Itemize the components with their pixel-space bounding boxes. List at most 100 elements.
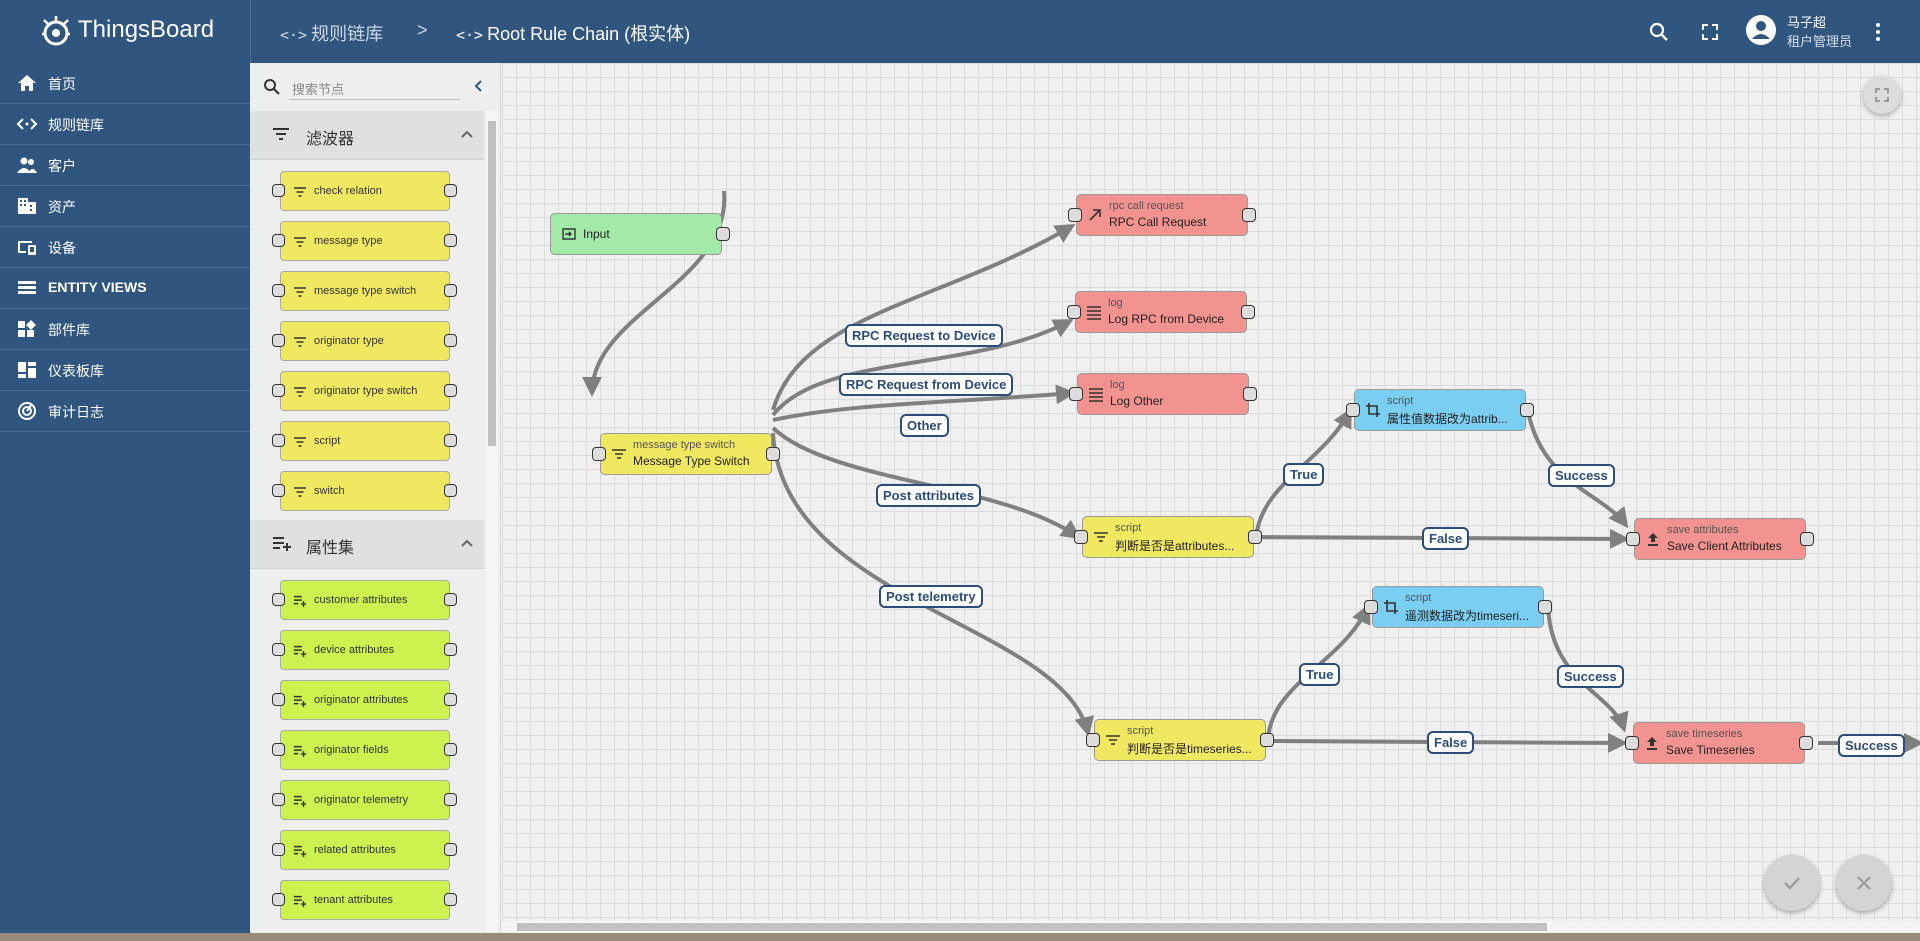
library-node-input-port [272, 334, 285, 347]
node-input-port[interactable] [1068, 208, 1082, 222]
library-node[interactable]: originator fields [280, 730, 450, 770]
app-title[interactable]: ThingsBoard [78, 16, 215, 43]
node-name: Log Other [1110, 394, 1164, 408]
library-node[interactable]: check relation [280, 171, 450, 211]
fullscreen-icon[interactable] [1698, 20, 1722, 44]
node-output-port[interactable] [716, 227, 730, 241]
node-input-port[interactable] [1074, 530, 1088, 544]
canvas-horizontal-scrollbar[interactable] [502, 921, 1920, 933]
sidebar-item-home[interactable]: 首页 [0, 63, 250, 104]
edge-label-true-attr[interactable]: True [1283, 463, 1325, 486]
filter-icon [294, 387, 306, 397]
node-output-port[interactable] [1520, 403, 1534, 417]
library-node-output-port [444, 284, 457, 297]
library-node[interactable]: message type [280, 221, 450, 261]
library-scrollbar-thumb[interactable] [488, 121, 496, 446]
apply-changes-button[interactable] [1764, 855, 1820, 911]
library-node[interactable]: originator telemetry [280, 780, 450, 820]
chevron-up-icon[interactable] [460, 536, 474, 550]
node-input-port[interactable] [1364, 600, 1378, 614]
decline-changes-button[interactable] [1836, 855, 1892, 911]
more-vert-icon[interactable] [1866, 20, 1890, 44]
node-input-port[interactable] [1625, 736, 1639, 750]
node-name: Save Timeseries [1666, 743, 1755, 757]
library-node-input-port [272, 593, 285, 606]
section-filter[interactable]: 滤波器 [250, 111, 484, 160]
user-role: 租户管理员 [1787, 34, 1853, 49]
library-node-output-port [444, 693, 457, 706]
edge-label-post-attributes[interactable]: Post attributes [876, 484, 982, 507]
node-output-port[interactable] [1538, 600, 1552, 614]
edge-label-false-ts[interactable]: False [1427, 731, 1475, 754]
sidebar-item-customers[interactable]: 客户 [0, 145, 250, 186]
rule-node-input[interactable]: Input [550, 213, 722, 255]
sidebar-item-rule-chains[interactable]: 规则链库 [0, 104, 250, 145]
edge-label-false-attr[interactable]: False [1422, 527, 1470, 550]
node-output-port[interactable] [766, 447, 780, 461]
edge-label-rpc-from-device[interactable]: RPC Request from Device [839, 373, 1014, 396]
audit-log-icon [18, 402, 36, 420]
node-output-port[interactable] [1248, 530, 1262, 544]
avatar-icon[interactable] [1745, 14, 1777, 46]
library-node[interactable]: originator attributes [280, 680, 450, 720]
canvas-fullscreen-button[interactable] [1863, 76, 1901, 114]
library-node[interactable]: message type switch [280, 271, 450, 311]
library-node[interactable]: originator type [280, 321, 450, 361]
section-enrichment[interactable]: 属性集 [250, 520, 484, 569]
sidebar-item-widgets[interactable]: 部件库 [0, 309, 250, 350]
edge-label-rpc-to-device[interactable]: RPC Request to Device [845, 324, 1003, 347]
edge-label-other[interactable]: Other [900, 414, 949, 437]
search-icon[interactable] [1647, 20, 1671, 44]
library-node[interactable]: originator type switch [280, 371, 450, 411]
edge-label-success-attr[interactable]: Success [1548, 464, 1615, 487]
sidebar-item-assets[interactable]: 资产 [0, 186, 250, 227]
node-output-port[interactable] [1800, 532, 1814, 546]
node-input-port[interactable] [592, 447, 606, 461]
library-node[interactable]: customer attributes [280, 580, 450, 620]
canvas-scrollbar-thumb[interactable] [517, 923, 1547, 931]
library-node[interactable]: device attributes [280, 630, 450, 670]
search-input[interactable]: 搜索节点 [292, 82, 345, 97]
node-input-port[interactable] [1346, 403, 1360, 417]
sidebar-item-entity-views[interactable]: ENTITY VIEWS [0, 268, 250, 309]
node-input-port[interactable] [1086, 733, 1100, 747]
node-input-port[interactable] [1067, 305, 1081, 319]
filter-icon [294, 437, 306, 447]
library-node[interactable]: switch [280, 471, 450, 511]
node-output-port[interactable] [1260, 733, 1274, 747]
sidebar-item-dashboards[interactable]: 仪表板库 [0, 350, 250, 391]
edge-label-post-telemetry[interactable]: Post telemetry [879, 585, 983, 608]
library-scrollbar[interactable] [486, 111, 498, 931]
sidebar-item-devices[interactable]: 设备 [0, 227, 250, 268]
library-node[interactable]: tenant attributes [280, 880, 450, 920]
sidebar-item-audit-log[interactable]: 审计日志 [0, 391, 250, 432]
node-input-port[interactable] [1069, 387, 1083, 401]
library-node-label: check relation [314, 185, 382, 197]
node-output-port[interactable] [1243, 387, 1257, 401]
chevron-left-icon[interactable] [472, 79, 486, 93]
node-input-port[interactable] [1626, 532, 1640, 546]
node-output-port[interactable] [1242, 208, 1256, 222]
thingsboard-logo-icon[interactable] [36, 12, 76, 52]
edge-label-success-ts[interactable]: Success [1557, 665, 1624, 688]
library-node[interactable]: related attributes [280, 830, 450, 870]
node-output-port[interactable] [1799, 736, 1813, 750]
breadcrumb-rule-chains[interactable]: <·>规则链库 [280, 20, 383, 46]
enrichment-icon [273, 537, 291, 551]
edge-label-true-ts[interactable]: True [1299, 663, 1341, 686]
edge-label-success-out[interactable]: Success [1838, 734, 1905, 757]
chevron-up-icon[interactable] [460, 127, 474, 141]
library-node[interactable]: script [280, 421, 450, 461]
node-output-port[interactable] [1241, 305, 1255, 319]
